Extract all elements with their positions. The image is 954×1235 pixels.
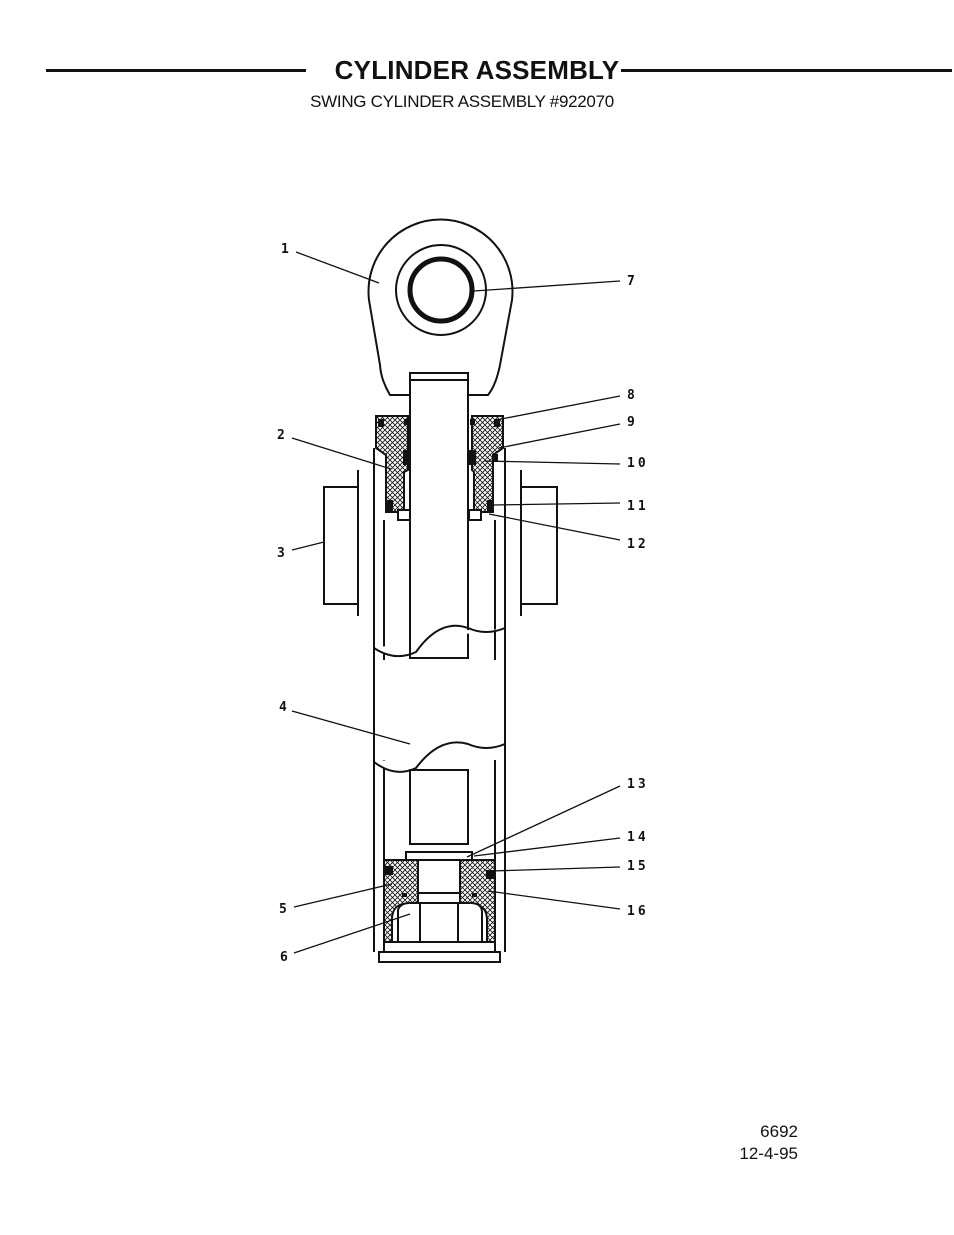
leader-3 bbox=[291, 541, 325, 551]
callout-7: 7 bbox=[627, 274, 638, 289]
callout-12: 12 bbox=[627, 537, 649, 552]
callout-16: 16 bbox=[627, 904, 649, 919]
leader-4 bbox=[291, 710, 411, 745]
leader-lines bbox=[291, 251, 621, 954]
page-title: CYLINDER ASSEMBLY bbox=[0, 55, 954, 86]
bushing bbox=[407, 256, 475, 324]
piston-rod-bottom bbox=[409, 769, 469, 845]
rod-wiper-left bbox=[378, 419, 384, 427]
callout-1: 1 bbox=[281, 242, 292, 257]
header-rule-right bbox=[612, 69, 952, 72]
base-tube-left bbox=[323, 486, 359, 605]
piston-nut bbox=[397, 902, 483, 943]
callout-9: 9 bbox=[627, 415, 638, 430]
callout-15: 15 bbox=[627, 859, 649, 874]
leader-12 bbox=[488, 513, 621, 541]
rod-seal-left bbox=[403, 450, 410, 465]
leader-13 bbox=[466, 785, 621, 858]
end-cap bbox=[378, 951, 501, 963]
callout-13: 13 bbox=[627, 777, 649, 792]
callout-10: 10 bbox=[627, 456, 649, 471]
break-line-top bbox=[373, 624, 506, 658]
leader-2 bbox=[291, 437, 392, 470]
leader-10 bbox=[483, 460, 621, 465]
leader-8 bbox=[495, 395, 621, 421]
base-tube-right bbox=[520, 486, 558, 605]
gland-oring-left bbox=[386, 500, 393, 512]
leader-15 bbox=[490, 866, 621, 872]
callout-2: 2 bbox=[277, 428, 288, 443]
leader-9 bbox=[498, 423, 621, 449]
piston-rod-top bbox=[409, 372, 469, 659]
callout-8: 8 bbox=[627, 388, 638, 403]
drawing-date: 12-4-95 bbox=[739, 1144, 798, 1163]
rod-collar bbox=[405, 851, 473, 861]
leader-14 bbox=[473, 837, 621, 857]
gland-oring-right bbox=[487, 500, 494, 512]
callout-6: 6 bbox=[280, 950, 291, 965]
page-title-text: CYLINDER ASSEMBLY bbox=[332, 55, 622, 85]
callout-3: 3 bbox=[277, 546, 288, 561]
page-subtitle: SWING CYLINDER ASSEMBLY #922070 bbox=[310, 92, 614, 111]
callout-14: 14 bbox=[627, 830, 649, 845]
leader-7 bbox=[473, 280, 621, 292]
drawing-number: 6692 bbox=[760, 1122, 798, 1141]
leader-5 bbox=[293, 883, 393, 908]
callout-4: 4 bbox=[279, 700, 290, 715]
callout-5: 5 bbox=[279, 902, 290, 917]
header-rule-left bbox=[46, 69, 306, 72]
piston-seal-left bbox=[384, 866, 393, 875]
leader-11 bbox=[491, 502, 621, 506]
leader-6 bbox=[293, 913, 411, 954]
rod-seal-right bbox=[469, 450, 476, 465]
rod-wiper-right bbox=[494, 419, 500, 427]
piston-seal-right bbox=[486, 870, 495, 879]
gland-right bbox=[471, 415, 504, 513]
leader-1 bbox=[295, 251, 380, 284]
callout-11: 11 bbox=[627, 499, 649, 514]
leader-16 bbox=[487, 890, 621, 910]
break-line-bottom bbox=[373, 741, 506, 773]
